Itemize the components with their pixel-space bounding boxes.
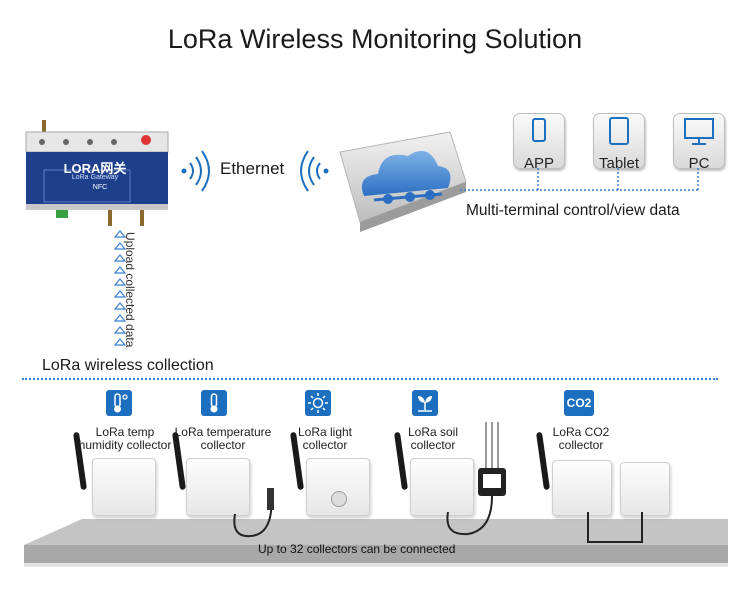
light-collector-device: [306, 458, 370, 516]
terminal-connector-lines: [460, 168, 699, 191]
collector-label: LoRa soil collector: [388, 426, 478, 452]
monitor-icon: [684, 118, 714, 145]
soil-probe: [446, 422, 506, 536]
gateway-sub-text: LoRa Gateway: [71, 174, 119, 181]
sun-icon: [305, 390, 331, 416]
upload-label: Upload collected data: [123, 232, 137, 348]
collector-label-line2: collector: [558, 438, 604, 452]
co2-sensor-head: [620, 462, 670, 516]
temperature-probe-cable: [233, 488, 274, 538]
collector-label: LoRa temp humidity collector: [70, 426, 180, 452]
tablet-icon: [609, 117, 629, 145]
terminal-label: APP: [523, 155, 554, 172]
page-title: LoRa Wireless Monitoring Solution: [167, 24, 583, 54]
collector-label-line2: collector: [302, 438, 348, 452]
collector-label-line1: LoRa CO2: [552, 425, 610, 439]
co2-icon-text: CO2: [566, 396, 592, 410]
collection-label: LoRa wireless collection: [42, 357, 214, 374]
collector-label-line2: collector: [410, 438, 456, 452]
collector-label: LoRa light collector: [280, 426, 370, 452]
thermometer-humidity-icon: [106, 390, 132, 416]
collector-label-line2: collector: [200, 438, 246, 452]
collector-label: LoRa CO2 collector: [536, 426, 626, 452]
wireless-signal-icon: [181, 150, 210, 192]
cloud-server-icon: [339, 131, 467, 232]
soil-collector-device: [410, 458, 474, 516]
gateway-logo-text: LORA网关: [63, 161, 127, 176]
tablet-terminal: Tablet: [593, 113, 645, 172]
ethernet-label: Ethernet: [220, 159, 285, 178]
multi-terminal-label: Multi-terminal control/view data: [466, 202, 680, 219]
plant-icon: [412, 390, 438, 416]
terminal-label: PC: [688, 155, 710, 172]
collector-capacity-label: Up to 32 collectors can be connected: [258, 542, 456, 556]
terminal-label: Tablet: [598, 155, 640, 172]
upload-arrows: [113, 230, 127, 346]
pc-terminal: PC: [673, 113, 725, 172]
co2-icon: CO2: [564, 390, 594, 416]
thermometer-icon: [201, 390, 227, 416]
lora-gateway-device: [25, 120, 169, 226]
collector-label-line1: LoRa soil: [407, 425, 459, 439]
temp-humidity-collector-device: [92, 458, 156, 516]
co2-sensor-cable: [587, 512, 643, 543]
wireless-signal-icon: [300, 150, 329, 192]
temperature-collector-device: [186, 458, 250, 516]
app-terminal: APP: [513, 113, 565, 172]
phone-icon: [532, 118, 546, 142]
collector-label: LoRa temperature collector: [168, 426, 278, 452]
platform-base: [24, 519, 728, 567]
section-divider: [22, 378, 718, 380]
collector-label-line1: LoRa light: [297, 425, 353, 439]
collector-label-line2: humidity collector: [78, 438, 172, 452]
collector-label-line1: LoRa temp: [95, 425, 155, 439]
collector-label-line1: LoRa temperature: [174, 425, 272, 439]
gateway-nfc-text: NFC: [92, 184, 108, 191]
co2-collector-device: [552, 460, 612, 516]
